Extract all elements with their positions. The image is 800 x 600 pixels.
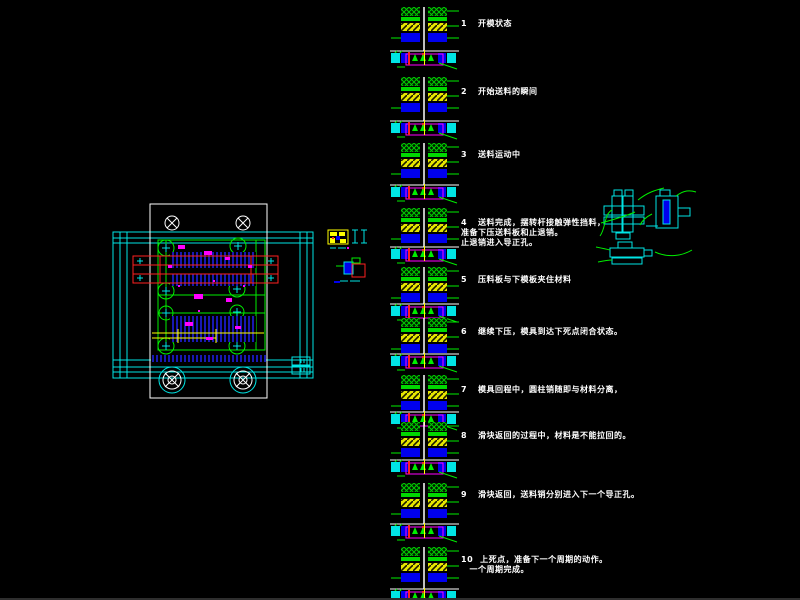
- pin-detail-view: [334, 257, 366, 283]
- step-caption-line: 10 上死点，准备下一个周期的动作。: [461, 555, 651, 565]
- feeder-cross-marks: [137, 258, 274, 281]
- step-number: 5: [461, 275, 468, 284]
- step-figure: [389, 77, 461, 148]
- step-text: 上死点，准备下一个周期的动作。: [480, 555, 608, 564]
- step-caption-line: 7 模具回程中，圆柱销随即与材料分离，: [461, 385, 651, 395]
- step-figure: [389, 547, 461, 600]
- step-number: 8: [461, 431, 468, 440]
- step-caption: 1 开模状态: [461, 19, 651, 29]
- step-figure: [389, 483, 461, 551]
- step-caption: 3 送料运动中: [461, 150, 651, 160]
- guide-bush-circles: [158, 366, 257, 394]
- detail-view-top-right: [639, 189, 697, 257]
- step-caption-line: 9 滑块返回，送料销分别进入下一个导正孔。: [461, 490, 651, 500]
- step-text: 压料板与下模板夹住材料: [478, 275, 572, 284]
- slide-lines: [152, 329, 264, 343]
- bottom-edge-strip: [0, 598, 800, 600]
- step-number: 3: [461, 150, 468, 159]
- step-text: 滑块返回的过程中，材料是不能拉回的。: [478, 431, 631, 440]
- step-figure: [389, 318, 461, 381]
- step-caption-line: 准备下压送料板和止退销。: [461, 228, 563, 237]
- step-caption-line: 止退销进入导正孔。: [461, 238, 538, 247]
- step-caption: 10 上死点，准备下一个周期的动作。 一个周期完成。: [461, 555, 651, 575]
- step-text: 送料运动中: [478, 150, 521, 159]
- step-figure: [389, 7, 461, 78]
- step-caption-line: 4 送料完成，摆转杆接触弹性挡料，: [461, 218, 651, 228]
- step-caption: 5 压料板与下模板夹住材料: [461, 275, 651, 285]
- step-caption: 2 开始送料的瞬间: [461, 87, 651, 97]
- step-caption-line: 8 滑块返回的过程中，材料是不能拉回的。: [461, 431, 651, 441]
- step-caption-line: 3 送料运动中: [461, 150, 651, 160]
- small-parts: [168, 245, 252, 340]
- step-caption: 6 继续下压，模具到达下死点闭合状态。: [461, 327, 651, 337]
- step-text: 送料完成，摆转杆接触弹性挡料，: [478, 218, 606, 227]
- step-caption-line: 6 继续下压，模具到达下死点闭合状态。: [461, 327, 651, 337]
- step-number: 1: [461, 19, 468, 28]
- die-set-plates: [112, 231, 314, 379]
- step-text: 继续下压，模具到达下死点闭合状态。: [478, 327, 623, 336]
- detail-view-top-left: [599, 187, 665, 240]
- step-caption: 4 送料完成，摆转杆接触弹性挡料，准备下压送料板和止退销。止退销进入导正孔。: [461, 218, 651, 248]
- step-figure: [389, 267, 461, 331]
- step-caption-line: 一个周期完成。: [461, 565, 529, 574]
- step-figure: [389, 422, 461, 487]
- detail-view-bottom: [595, 241, 653, 265]
- step-number: 7: [461, 385, 468, 394]
- ibeam-icon: [352, 229, 367, 244]
- step-text: 模具回程中，圆柱销随即与材料分离，: [478, 385, 623, 394]
- step-caption-line: 5 压料板与下模板夹住材料: [461, 275, 651, 285]
- step-text: 开模状态: [478, 19, 512, 28]
- step-caption-line: 1 开模状态: [461, 19, 651, 29]
- step-text: 开始送料的瞬间: [478, 87, 538, 96]
- center-marks: [162, 242, 242, 350]
- feeder-band: [132, 255, 279, 284]
- step-number: 10: [461, 555, 474, 564]
- step-caption: 9 滑块返回，送料销分别进入下一个导正孔。: [461, 490, 651, 500]
- step-number: 4: [461, 218, 468, 227]
- step-text: 滑块返回，送料销分别进入下一个导正孔。: [478, 490, 640, 499]
- step-number: 2: [461, 87, 468, 96]
- step-figure: [389, 143, 461, 212]
- step-caption: 7 模具回程中，圆柱销随即与材料分离，: [461, 385, 651, 395]
- step-number: 9: [461, 490, 468, 499]
- step-figure: [389, 208, 461, 274]
- step-caption: 8 滑块返回的过程中，材料是不能拉回的。: [461, 431, 651, 441]
- step-caption-line: 2 开始送料的瞬间: [461, 87, 651, 97]
- main-assembly-view: [112, 203, 314, 399]
- step-figure: [389, 375, 461, 439]
- clamp-detail-view: [327, 229, 367, 249]
- step-number: 6: [461, 327, 468, 336]
